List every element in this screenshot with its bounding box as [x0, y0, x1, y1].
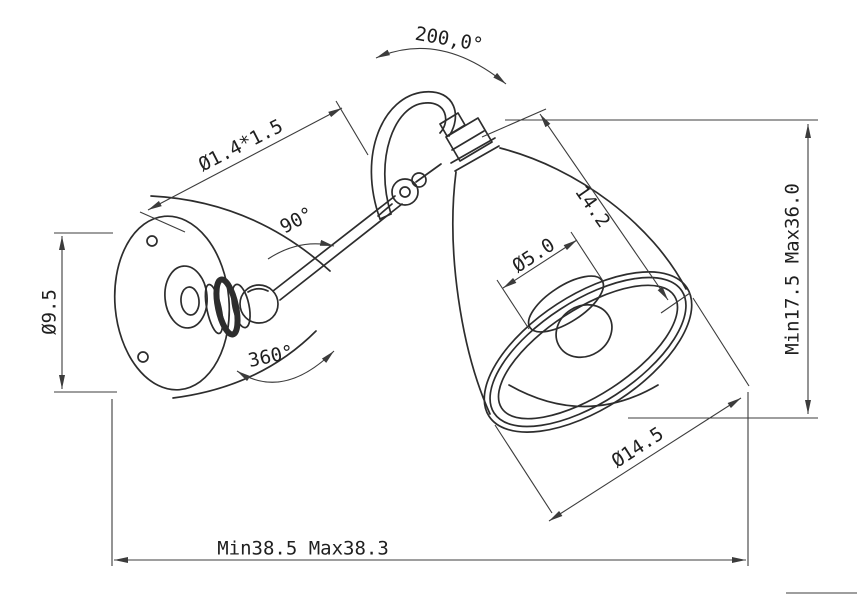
elbow-pivot: [391, 178, 419, 206]
hook-outer-curve: [370, 91, 457, 220]
elbow-fork-lower: [377, 203, 393, 217]
joint-ring-3: [231, 283, 251, 329]
dim-rotation-top: 200,0°: [375, 23, 507, 85]
dim-ext-side-top: [481, 108, 547, 138]
elbow-joint: [377, 163, 442, 217]
dim-label-rotation-top: 200,0°: [413, 23, 484, 57]
dim-label-width-range: Min38.5 Max38.3: [217, 538, 389, 560]
dim-arc-360: [236, 350, 335, 383]
dim-height-range: Min17.5 Max36.0: [505, 119, 818, 419]
dim-ext-side-bottom: [660, 292, 691, 314]
dim-ext-shade-dia-left: [494, 424, 553, 514]
wall-plate-disc: [113, 215, 231, 391]
joint-ring-2: [213, 276, 241, 338]
dim-thread: Ø1.4*1.5: [139, 100, 369, 233]
dim-label-shade-diameter: Ø14.5: [608, 423, 668, 473]
dim-label-base-diameter: Ø9.5: [39, 289, 61, 335]
hook-end-cap: [379, 213, 392, 220]
dim-ext-thread-left: [139, 211, 186, 233]
dim-width-range: Min38.5 Max38.3: [111, 392, 749, 566]
dim-label-rotation-base: 360°: [246, 341, 295, 372]
dim-arc-200: [375, 47, 507, 85]
hook-inner-curve: [383, 102, 447, 215]
elbow-pivot-pin: [399, 186, 411, 198]
dim-label-inner-diameter: Ø5.0: [509, 234, 559, 277]
dim-line-side: [539, 113, 669, 301]
dim-shade-side: 14.2: [481, 108, 691, 314]
shade-rim-mid: [489, 276, 687, 428]
dim-label-thread: Ø1.4*1.5: [195, 115, 287, 176]
arm-edge-lower: [279, 203, 403, 301]
lamp-socket: [439, 112, 493, 162]
shade-cap-upper-edge: [450, 137, 496, 164]
dim-line-thread: [147, 107, 343, 211]
dim-shade-diameter: Ø14.5: [494, 297, 750, 522]
bulb: [555, 303, 613, 359]
wall-plate-hub: [164, 265, 208, 329]
shade-rim-outer: [483, 271, 693, 433]
dim-base-diameter: Ø9.5: [39, 232, 117, 393]
joint-ball: [239, 284, 279, 324]
elbow-fork-upper: [415, 163, 442, 183]
dim-label-tilt-angle: 90°: [276, 203, 317, 239]
shade-left-edge: [452, 171, 491, 415]
socket-body: [445, 117, 493, 162]
elbow-nut: [411, 172, 427, 188]
joint-ball-highlight: [247, 287, 269, 293]
screw-hole-top: [146, 235, 158, 247]
wall-plate-hub-center: [180, 286, 200, 316]
socket-band: [451, 130, 485, 151]
dim-arc-90: [267, 239, 335, 260]
dim-ext-shade-dia-right: [692, 297, 750, 387]
bracket-lower-curve: [172, 330, 317, 399]
shade-socket-recess: [527, 275, 605, 333]
dim-label-height-range: Min17.5 Max36.0: [782, 183, 804, 355]
dim-line-shade-dia: [548, 397, 742, 522]
dim-ext-inner-right: [570, 231, 604, 282]
dim-ext-inner-left: [496, 279, 530, 330]
arm: [272, 195, 403, 301]
spring-hook: [370, 91, 457, 220]
arm-edge-upper: [272, 195, 396, 292]
shade-cap-lower-edge: [454, 145, 500, 172]
dim-inner-diameter: Ø5.0: [496, 231, 604, 330]
screw-hole-bottom: [137, 351, 149, 363]
dim-ext-thread-right: [335, 100, 369, 156]
dim-label-shade-side: 14.2: [570, 182, 614, 232]
ball-joint: [204, 276, 279, 338]
